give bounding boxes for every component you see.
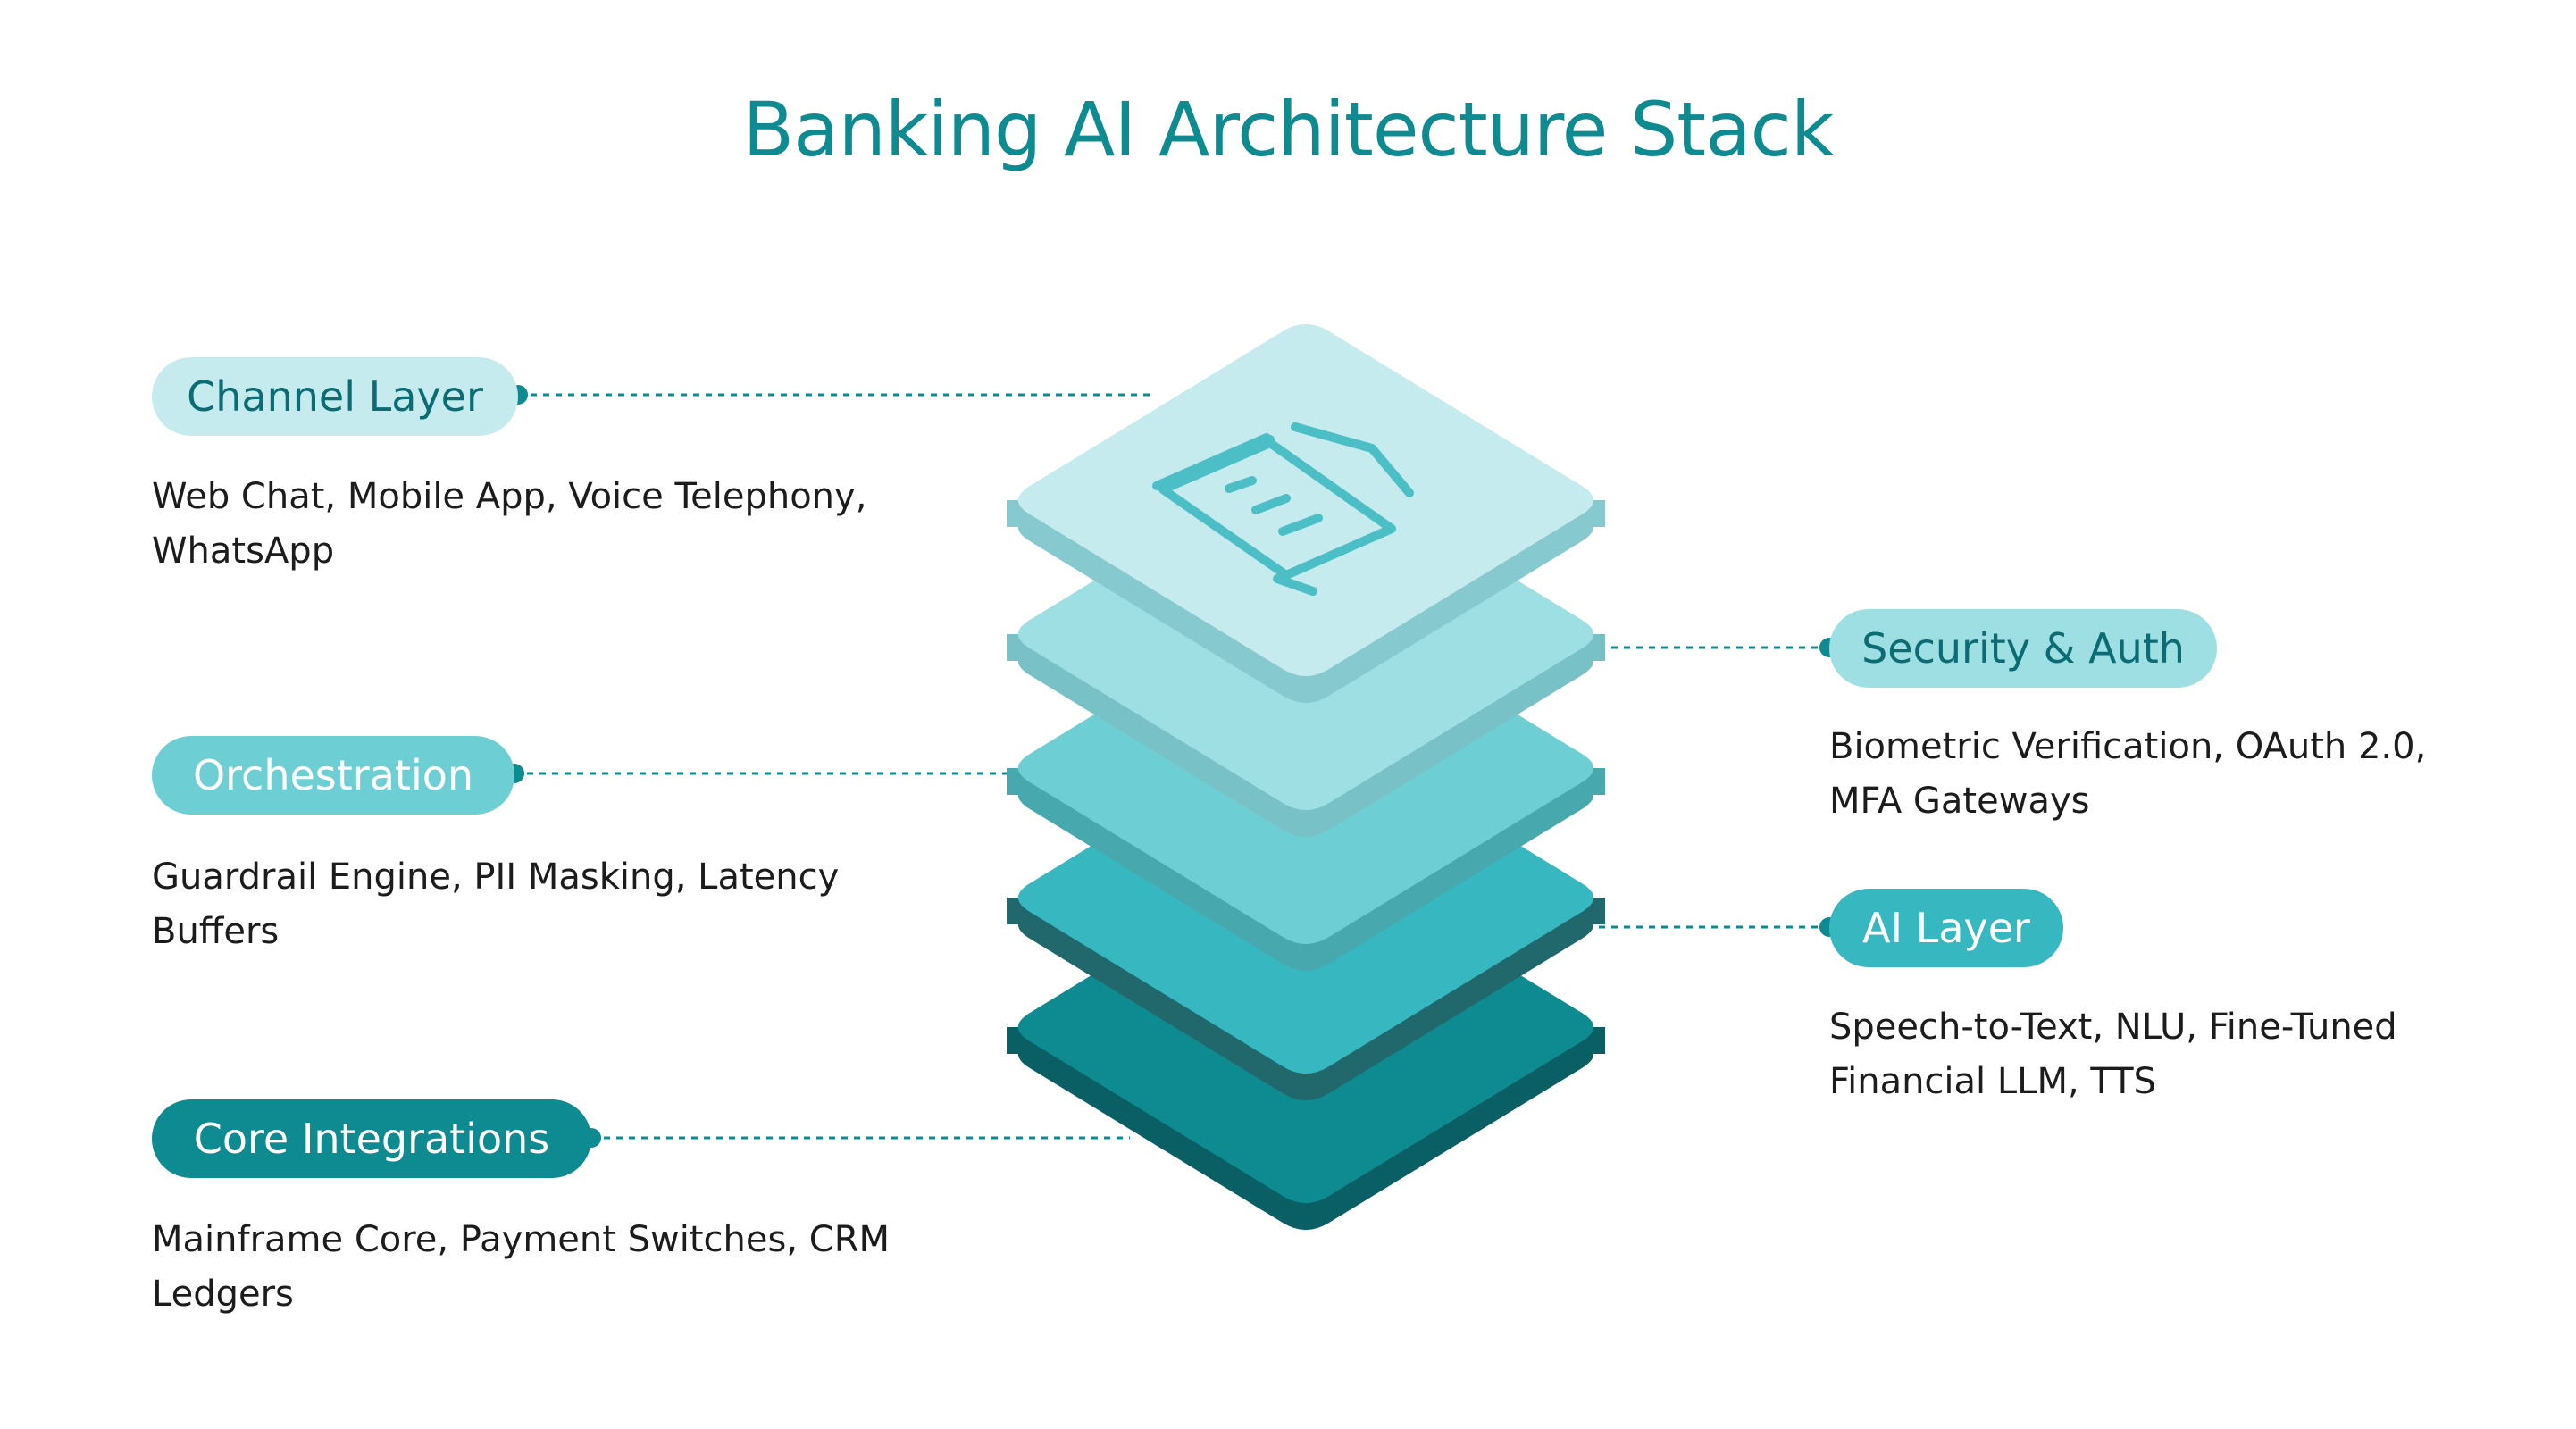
desc-ai-layer: Speech-to-Text, NLU, Fine-Tuned Financia…	[1829, 1007, 2397, 1102]
desc-core-integrations: Mainframe Core, Payment Switches, CRM Le…	[152, 1219, 891, 1315]
page-title: Banking AI Architecture Stack	[742, 86, 1834, 173]
desc-orchestration: Guardrail Engine, PII Masking, Latency B…	[152, 857, 840, 952]
pill-channel-layer: Channel Layer	[152, 357, 518, 436]
desc-security-auth: Biometric Verification, OAuth 2.0, MFA G…	[1829, 726, 2427, 822]
pill-label: Orchestration	[192, 751, 474, 799]
layer-top-channel	[1017, 323, 1594, 677]
pill-orchestration: Orchestration	[152, 736, 514, 815]
pill-ai-layer: AI Layer	[1829, 889, 2063, 967]
desc-channel-layer: Web Chat, Mobile App, Voice Telephony, W…	[152, 476, 867, 572]
pill-security-auth: Security & Auth	[1829, 609, 2217, 688]
pill-label: AI Layer	[1862, 904, 2030, 952]
pill-label: Channel Layer	[187, 372, 483, 421]
pill-label: Core Integrations	[193, 1115, 550, 1163]
pill-core-integrations: Core Integrations	[152, 1099, 591, 1178]
bank-building-icon	[1152, 422, 1414, 596]
pill-label: Security & Auth	[1861, 624, 2185, 673]
